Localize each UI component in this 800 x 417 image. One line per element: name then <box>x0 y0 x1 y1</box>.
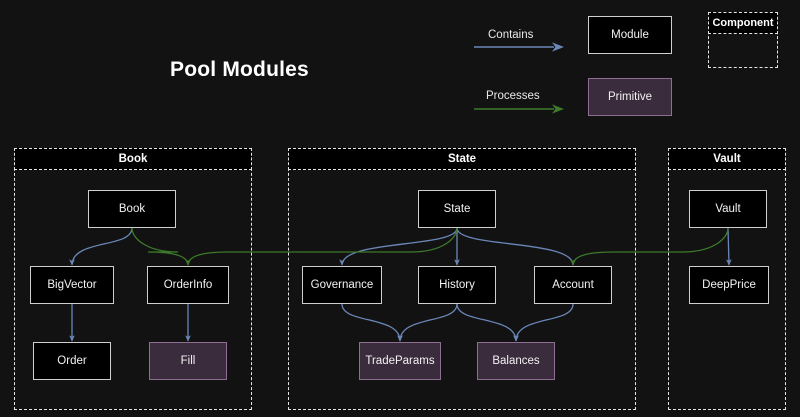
node-label: History <box>439 279 475 291</box>
legend-component-label: Component <box>712 17 774 29</box>
node-deepprice[interactable]: DeepPrice <box>689 266 769 304</box>
container-label: Vault <box>713 153 741 165</box>
node-label: TradeParams <box>365 355 435 367</box>
node-vault[interactable]: Vault <box>689 190 767 228</box>
legend-processes-arrow-icon <box>474 104 564 114</box>
node-governance[interactable]: Governance <box>302 266 382 304</box>
node-label: Balances <box>492 355 540 367</box>
legend-contains-label: Contains <box>488 29 534 41</box>
container-label: Book <box>118 153 148 165</box>
node-label: Order <box>57 355 87 367</box>
node-label: Account <box>552 279 594 291</box>
legend-contains-arrow-icon <box>474 42 564 52</box>
node-tradeparams[interactable]: TradeParams <box>359 342 441 380</box>
legend-primitive-label: Primitive <box>607 91 653 103</box>
node-fill[interactable]: Fill <box>149 342 227 380</box>
node-state[interactable]: State <box>418 190 496 228</box>
node-label: Fill <box>180 355 196 367</box>
legend-component-header: Component <box>708 12 778 34</box>
page-title: Pool Modules <box>170 58 309 81</box>
container-header-book: Book <box>14 148 252 170</box>
node-history[interactable]: History <box>418 266 496 304</box>
node-label: Book <box>118 203 146 215</box>
container-header-vault: Vault <box>668 148 786 170</box>
node-label: DeepPrice <box>702 279 756 291</box>
node-label: Governance <box>310 279 374 291</box>
node-order[interactable]: Order <box>33 342 111 380</box>
legend-primitive-swatch: Primitive <box>588 78 672 116</box>
node-label: OrderInfo <box>163 279 213 291</box>
node-label: State <box>443 203 471 215</box>
node-label: Vault <box>715 203 741 215</box>
legend-processes-label: Processes <box>486 90 540 102</box>
container-label: State <box>447 153 477 165</box>
node-book[interactable]: Book <box>88 190 176 228</box>
legend-module-label: Module <box>611 29 649 41</box>
node-bigvector[interactable]: BigVector <box>30 266 114 304</box>
node-balances[interactable]: Balances <box>477 342 555 380</box>
node-label: BigVector <box>47 279 97 291</box>
legend-module-swatch: Module <box>588 16 672 54</box>
node-account[interactable]: Account <box>534 266 612 304</box>
node-orderinfo[interactable]: OrderInfo <box>147 266 229 304</box>
container-header-state: State <box>288 148 636 170</box>
